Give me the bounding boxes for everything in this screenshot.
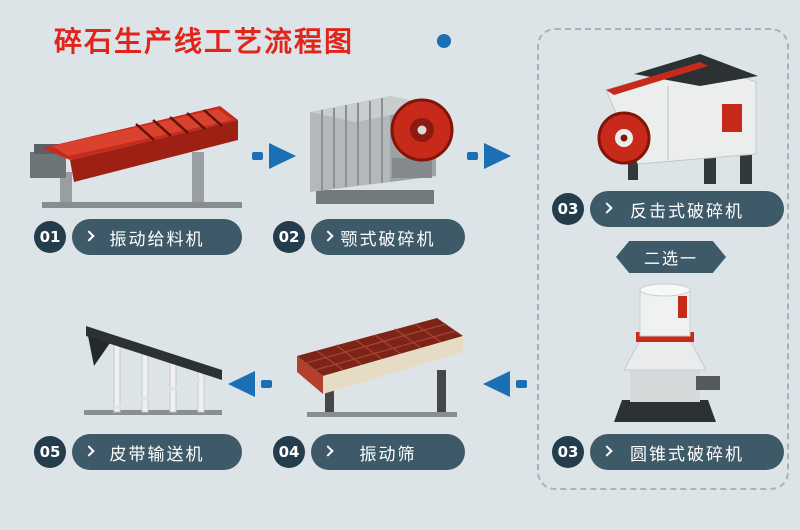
step-label: 圆锥式破碎机 (630, 444, 744, 465)
step-label: 皮带输送机 (109, 444, 205, 465)
impact-crusher-illustration (597, 54, 758, 184)
step-badge: 04 (273, 436, 305, 468)
vibrating-screen-illustration (297, 318, 463, 417)
arrow-left-icon (483, 371, 527, 397)
title-dot-icon (437, 34, 451, 48)
chevron-right-icon (83, 445, 95, 457)
step-label: 振动筛 (359, 444, 417, 465)
jaw-crusher-illustration (310, 96, 454, 204)
vibrating-feeder-illustration (30, 106, 242, 208)
arrow-left-icon (228, 371, 272, 397)
step-label: 颚式破碎机 (340, 229, 436, 250)
arrow-right-icon (252, 143, 296, 169)
step-label-pill: 反击式破碎机 (590, 191, 784, 227)
chevron-right-icon (322, 445, 334, 457)
step-badge: 03 (552, 436, 584, 468)
choice-group-box (537, 28, 789, 490)
step-badge: 01 (34, 221, 66, 253)
step-badge: 02 (273, 221, 305, 253)
step-badge: 05 (34, 436, 66, 468)
step-label-pill: 振动筛 (311, 434, 465, 470)
arrow-right-icon (467, 143, 511, 169)
step-label-pill: 圆锥式破碎机 (590, 434, 784, 470)
chevron-right-icon (322, 230, 334, 242)
step-label: 振动给料机 (109, 229, 205, 250)
step-label-pill: 颚式破碎机 (311, 219, 465, 255)
belt-conveyor-illustration (84, 326, 222, 415)
chevron-right-icon (83, 230, 95, 242)
chevron-right-icon (601, 202, 613, 214)
step-label-pill: 振动给料机 (72, 219, 242, 255)
choice-label: 二选一 (643, 249, 698, 268)
cone-crusher-illustration (614, 283, 720, 422)
step-label: 反击式破碎机 (630, 201, 744, 222)
step-badge: 03 (552, 193, 584, 225)
choice-ribbon: 二选一 (616, 241, 726, 273)
page-title: 碎石生产线工艺流程图 (54, 25, 355, 58)
chevron-right-icon (601, 445, 613, 457)
step-label-pill: 皮带输送机 (72, 434, 242, 470)
